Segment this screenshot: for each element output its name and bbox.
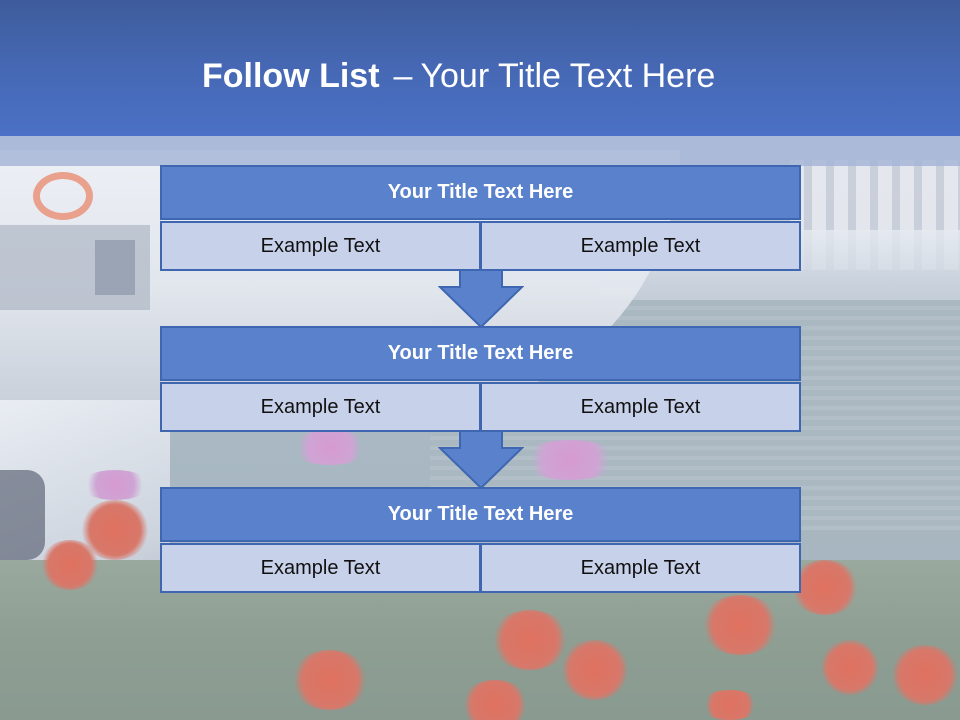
block-cell-left: Example Text xyxy=(160,221,481,271)
flower xyxy=(290,650,370,710)
title-dash: – xyxy=(393,57,413,95)
block-row: Example Text Example Text xyxy=(160,221,801,271)
down-arrow-icon xyxy=(438,430,524,490)
flower xyxy=(40,540,100,590)
flower xyxy=(700,690,760,720)
title-rest: Your Title Text Here xyxy=(420,57,716,95)
block-title: Your Title Text Here xyxy=(160,326,801,381)
block-row: Example Text Example Text xyxy=(160,382,801,432)
fender-tire xyxy=(0,470,45,560)
title-bold: Follow List xyxy=(202,57,380,95)
flower xyxy=(520,440,620,480)
flower xyxy=(560,640,630,700)
flower xyxy=(490,610,570,670)
follow-block-3: Your Title Text Here Example Text Exampl… xyxy=(160,487,801,593)
block-cell-left: Example Text xyxy=(160,543,481,593)
block-title: Your Title Text Here xyxy=(160,165,801,220)
life-ring xyxy=(33,172,93,220)
block-cell-right: Example Text xyxy=(481,221,801,271)
block-title: Your Title Text Here xyxy=(160,487,801,542)
flower xyxy=(700,595,780,655)
header-band xyxy=(0,0,960,136)
block-cell-left: Example Text xyxy=(160,382,481,432)
follow-block-1: Your Title Text Here Example Text Exampl… xyxy=(160,165,801,271)
flower xyxy=(290,430,370,465)
block-cell-right: Example Text xyxy=(481,382,801,432)
flower xyxy=(80,470,150,500)
boat-window xyxy=(95,240,135,295)
slide-title: Follow List–Your Title Text Here xyxy=(202,56,715,96)
flower xyxy=(890,645,960,705)
header-strip xyxy=(0,136,960,166)
block-cell-right: Example Text xyxy=(481,543,801,593)
flower xyxy=(820,640,880,695)
down-arrow-icon xyxy=(438,269,524,329)
follow-block-2: Your Title Text Here Example Text Exampl… xyxy=(160,326,801,432)
flower xyxy=(790,560,860,615)
block-row: Example Text Example Text xyxy=(160,543,801,593)
flower xyxy=(460,680,530,720)
